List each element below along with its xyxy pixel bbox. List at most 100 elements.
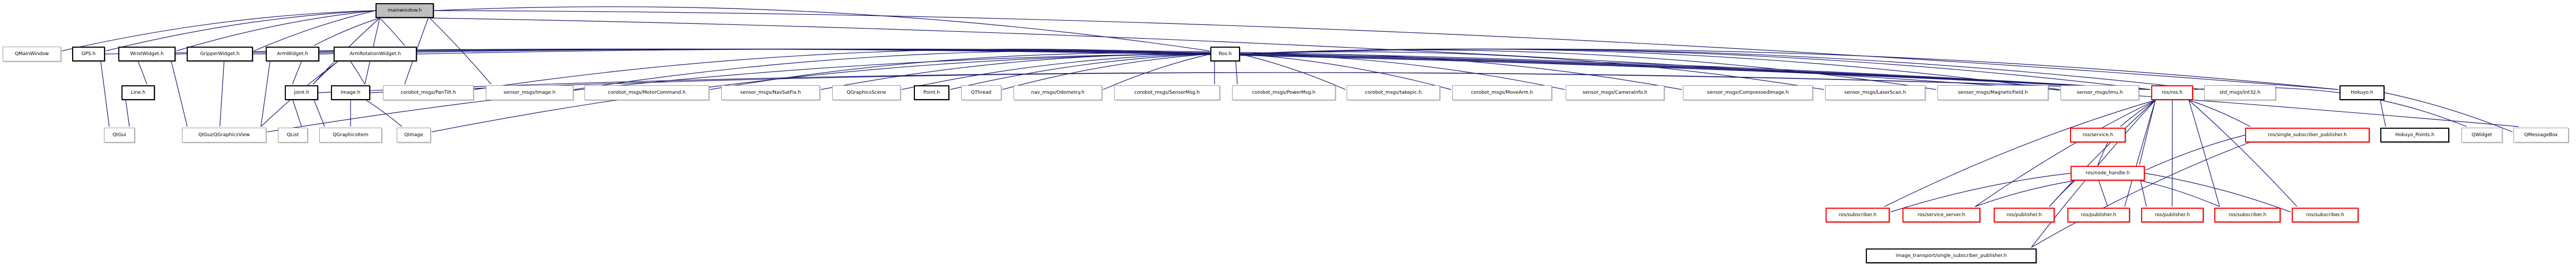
graph-node-image[interactable]: Image.h (331, 85, 370, 100)
graph-node-label: ros/subscriber.h (2228, 212, 2267, 218)
graph-node-rosros[interactable]: ros/ros.h (2151, 85, 2193, 100)
graph-node-rosssp[interactable]: ros/single_subscriber_publisher.h (2245, 128, 2370, 143)
edge-ros-to-caminfo (1239, 54, 1565, 90)
graph-node-label: Hokuyo_Points.h (2395, 132, 2434, 138)
graph-node-simage[interactable]: sensor_msgs/Image.h (486, 85, 573, 100)
edge-ros-to-qimage (431, 54, 1211, 132)
edge-armrot-to-image (350, 61, 365, 85)
graph-node-label: sensor_msgs/NavSatFix.h (740, 90, 801, 95)
graph-node-imu[interactable]: sensor_msgs/Imu.h (2060, 85, 2139, 100)
graph-node-gripper[interactable]: GripperWidget.h (187, 47, 253, 61)
edge-arm-to-joint (292, 61, 302, 85)
graph-node-label: mainwindow.h (387, 8, 422, 13)
graph-node-sub1[interactable]: ros/subscriber.h (1826, 208, 1890, 222)
graph-node-label: QThread (971, 90, 992, 95)
graph-node-hokuyopts[interactable]: Hokuyo_Points.h (2380, 128, 2449, 143)
graph-node-label: ros/service.h (2082, 132, 2114, 138)
edge-ros-to-motorcmd (710, 52, 1211, 90)
graph-node-label: ros/single_subscriber_publisher.h (2268, 132, 2347, 138)
graph-node-laser[interactable]: sensor_msgs/LaserScan.h (1825, 85, 1925, 100)
graph-node-label: sensor_msgs/Image.h (503, 90, 556, 95)
graph-node-line[interactable]: Line.h (121, 85, 155, 100)
graph-node-armrot[interactable]: ArmRotationWidget.h (334, 47, 417, 61)
graph-node-qthread[interactable]: QThread (961, 85, 1001, 100)
graph-node-gps[interactable]: GPS.h (72, 47, 105, 61)
graph-node-pantilt[interactable]: corobot_msgs/PanTilt.h (383, 85, 474, 100)
edge-arm-to-qgview (260, 61, 270, 127)
graph-node-joint[interactable]: joint.h (285, 85, 318, 100)
edge-mw-to-qmsgbox (429, 17, 2519, 127)
edge-ros-to-compimg (1239, 53, 1682, 90)
graph-node-mw[interactable]: mainwindow.h (376, 3, 434, 18)
graph-node-label: corobot_msgs/SensorMsg.h (1134, 90, 1200, 95)
graph-node-label: ArmRotationWidget.h (350, 51, 401, 57)
graph-node-qmsgbox[interactable]: QMessageBox (2513, 128, 2569, 143)
edge-ros-to-powermsg (1235, 61, 1238, 85)
edge-joint-to-qlist (292, 100, 302, 127)
graph-node-ros[interactable]: Ros.h (1210, 47, 1240, 61)
edge-ros-to-point (950, 54, 1211, 90)
graph-node-arm[interactable]: ArmWidget.h (266, 47, 319, 61)
edge-nodehandle-to-pub3 (2140, 180, 2147, 207)
graph-node-label: QImage (404, 132, 423, 138)
edge-rosros-to-pub3 (2171, 100, 2173, 207)
graph-node-qmainwindow[interactable]: QMainWindow (3, 47, 61, 61)
graph-node-label: ros/subscriber.h (1838, 212, 1877, 218)
graph-node-label: Line.h (130, 90, 146, 95)
graph-node-pub1[interactable]: ros/publisher.h (1994, 208, 2055, 222)
edge-gps-to-qtgui (100, 61, 110, 127)
edge-ros-to-takepic (1239, 54, 1346, 90)
edge-rosros-to-rossvc (2120, 100, 2156, 127)
graph-node-qwidget[interactable]: QWidget (2461, 128, 2502, 143)
edge-gripper-to-rosros (252, 48, 2151, 90)
graph-node-label: sensor_msgs/Imu.h (2076, 90, 2123, 95)
graph-node-sub2[interactable]: ros/subscriber.h (2214, 208, 2281, 222)
graph-node-compimg[interactable]: sensor_msgs/CompressedImage.h (1683, 85, 1813, 100)
graph-node-label: image_transport/single_subscriber_publis… (1896, 253, 2007, 259)
graph-node-wrist[interactable]: WristWidget.h (118, 47, 176, 61)
edge-mw-to-hokuyo (433, 10, 2339, 90)
graph-node-magfield[interactable]: sensor_msgs/MagneticField.h (1937, 85, 2048, 100)
graph-node-nodehandle[interactable]: ros/node_handle.h (2071, 166, 2145, 181)
graph-node-label: joint.h (294, 90, 309, 95)
graph-node-imgtrans[interactable]: image_transport/single_subscriber_publis… (1866, 248, 2037, 263)
edge-gripper-to-qgview (219, 61, 225, 127)
graph-node-pub2[interactable]: ros/publisher.h (2067, 208, 2130, 222)
graph-node-powermsg[interactable]: corobot_msgs/PowerMsg.h (1232, 85, 1335, 100)
graph-node-label: ros/ros.h (2162, 90, 2182, 95)
edge-rosros-to-sub3 (2188, 100, 2298, 207)
graph-node-qlist[interactable]: QList (278, 128, 308, 143)
graph-node-point[interactable]: Point.h (914, 85, 949, 100)
graph-node-label: corobot_msgs/MoveArm.h (1471, 90, 1533, 95)
graph-node-label: QGraphicsItem (333, 132, 369, 138)
graph-node-odom[interactable]: nav_msgs/Odometry.h (1014, 85, 1102, 100)
graph-node-label: corobot_msgs/PowerMsg.h (1252, 90, 1316, 95)
graph-node-sub3[interactable]: ros/subscriber.h (2292, 208, 2359, 222)
graph-node-label: QGraphicsScene (846, 90, 886, 95)
graph-node-motorcmd[interactable]: corobot_msgs/MotorCommand.h (584, 85, 709, 100)
graph-node-svcsrv[interactable]: ros/service_server.h (1902, 208, 1980, 222)
graph-node-qtgui[interactable]: QtGui (104, 128, 135, 143)
graph-node-label: Point.h (923, 90, 940, 95)
graph-node-pub3[interactable]: ros/publisher.h (2141, 208, 2204, 222)
edge-rosssp-to-imgtrans (2031, 142, 2250, 248)
graph-node-qgscene[interactable]: QGraphicsScene (832, 85, 901, 100)
graph-node-qimage[interactable]: QImage (397, 128, 431, 143)
graph-node-caminfo[interactable]: sensor_msgs/CameraInfo.h (1566, 85, 1664, 100)
graph-node-sensormsg[interactable]: corobot_msgs/SensorMsg.h (1114, 85, 1220, 100)
graph-node-qgitem[interactable]: QGraphicsItem (319, 128, 382, 143)
edge-mw-to-ros (433, 6, 1210, 51)
graph-node-movearm[interactable]: corobot_msgs/MoveArm.h (1452, 85, 1552, 100)
graph-node-label: QtGui (112, 132, 126, 138)
edge-ros-to-int32 (1239, 48, 2204, 90)
graph-node-navsat[interactable]: sensor_msgs/NavSatFix.h (721, 85, 820, 100)
graph-node-takepic[interactable]: corobot_msgs/takepic.h (1347, 85, 1440, 100)
edge-hokuyo-to-qmsgbox (2384, 92, 2513, 132)
graph-node-rossvc[interactable]: ros/service.h (2070, 128, 2126, 143)
edge-ros-to-qthread (1002, 54, 1211, 90)
graph-node-qgview[interactable]: QtGui/QGraphicsView (182, 128, 266, 143)
graph-node-hokuyo[interactable]: Hokuyo.h (2339, 85, 2385, 100)
graph-node-label: QMessageBox (2524, 132, 2558, 138)
graph-node-label: sensor_msgs/MagneticField.h (1958, 90, 2028, 95)
graph-node-int32[interactable]: std_msgs/Int32.h (2204, 85, 2276, 100)
